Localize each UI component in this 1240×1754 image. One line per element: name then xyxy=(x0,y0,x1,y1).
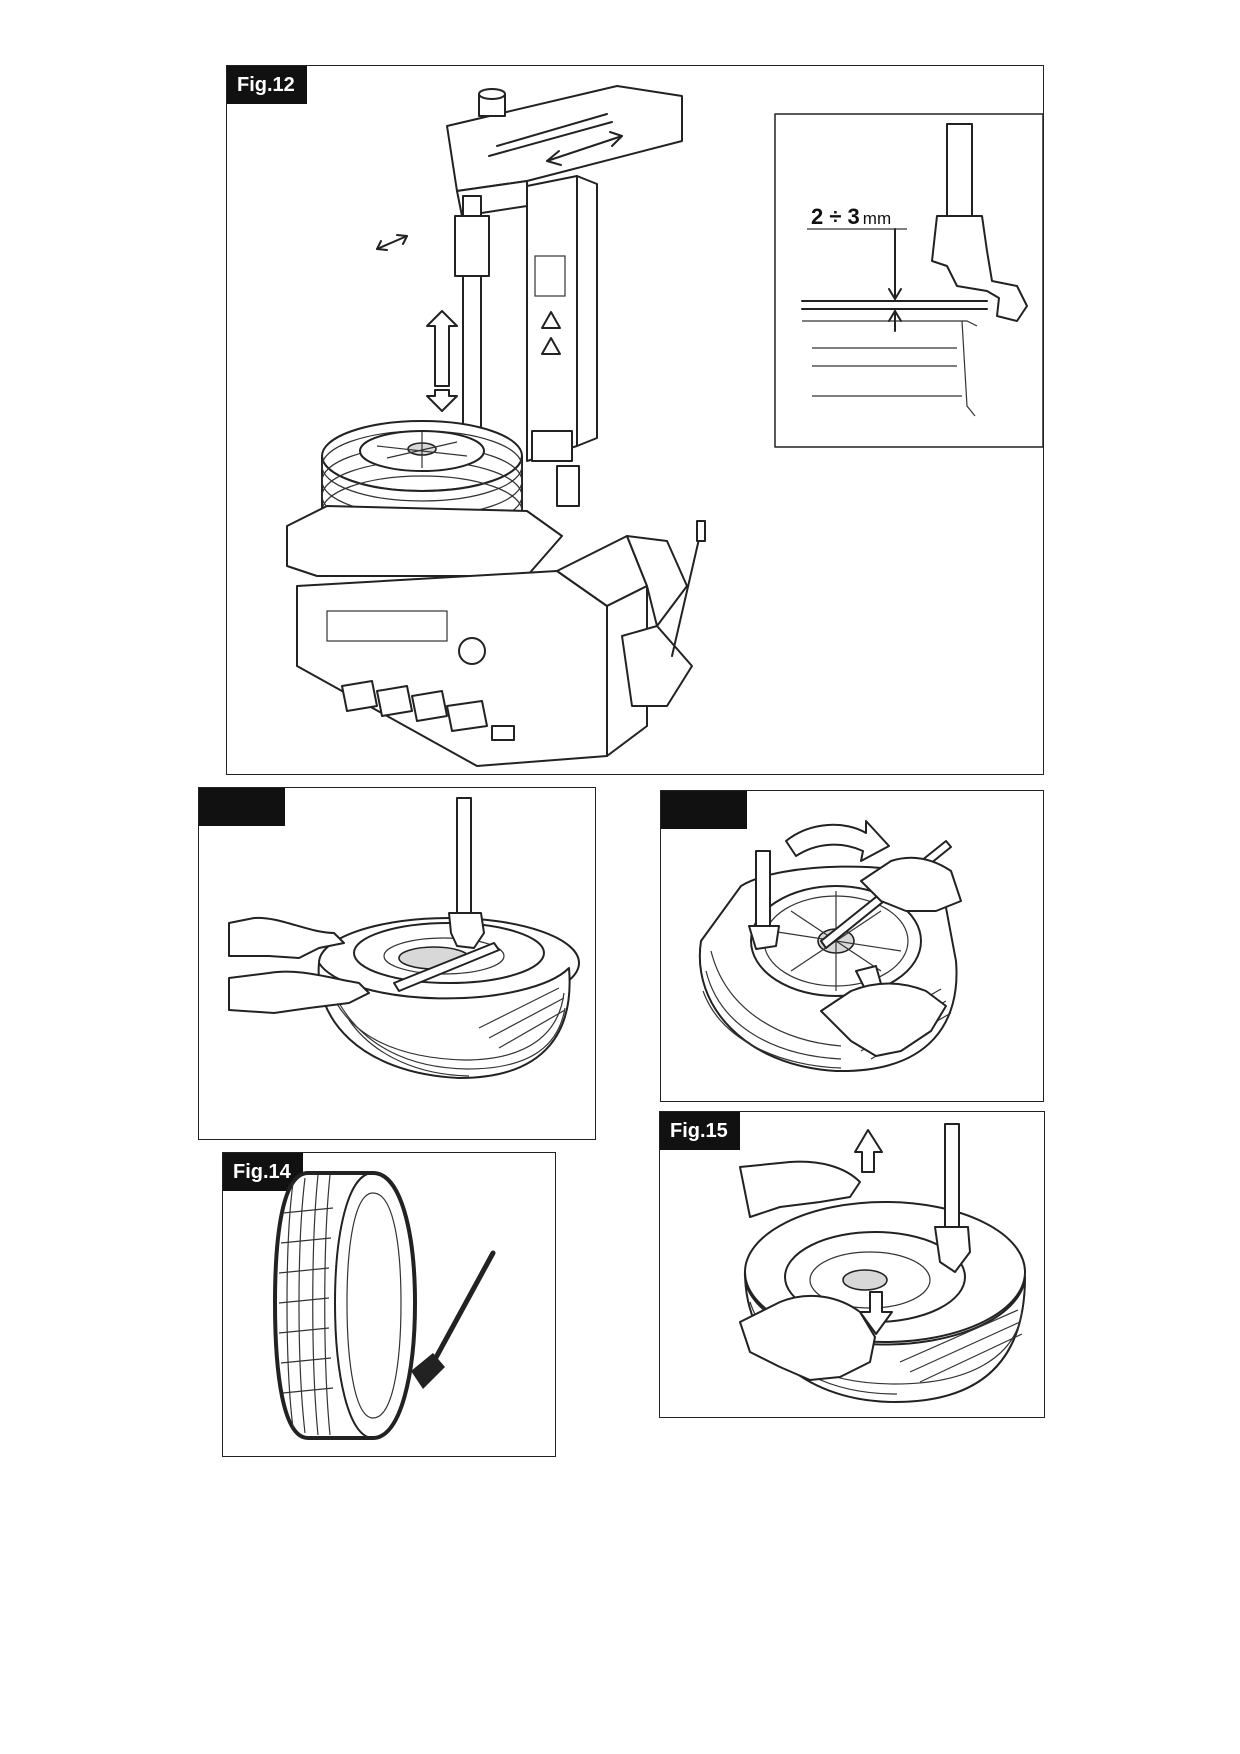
figure-12-label: Fig.12 xyxy=(227,66,307,104)
figure-13-right-panel xyxy=(660,790,1044,1102)
figure-15-label: Fig.15 xyxy=(660,1112,740,1150)
dimension-unit: mm xyxy=(862,209,892,228)
figure-12-panel: Fig.12 xyxy=(226,65,1044,775)
figure-13-left-label xyxy=(199,788,285,826)
figure-14-panel: Fig.14 xyxy=(222,1152,556,1457)
figure-15-panel: Fig.15 xyxy=(659,1111,1045,1418)
bead-demounting-illustration xyxy=(698,820,962,1073)
bead-mounting-illustration xyxy=(739,1123,1026,1403)
dimension-value: 2 ÷ 3 xyxy=(811,204,860,229)
figure-13-right-label xyxy=(661,791,747,829)
bead-lubrication-illustration xyxy=(273,1171,496,1440)
bead-lifting-illustration xyxy=(228,797,580,1079)
tyre-changer-illustration xyxy=(286,85,1043,767)
figure-13-left-panel xyxy=(198,787,596,1140)
